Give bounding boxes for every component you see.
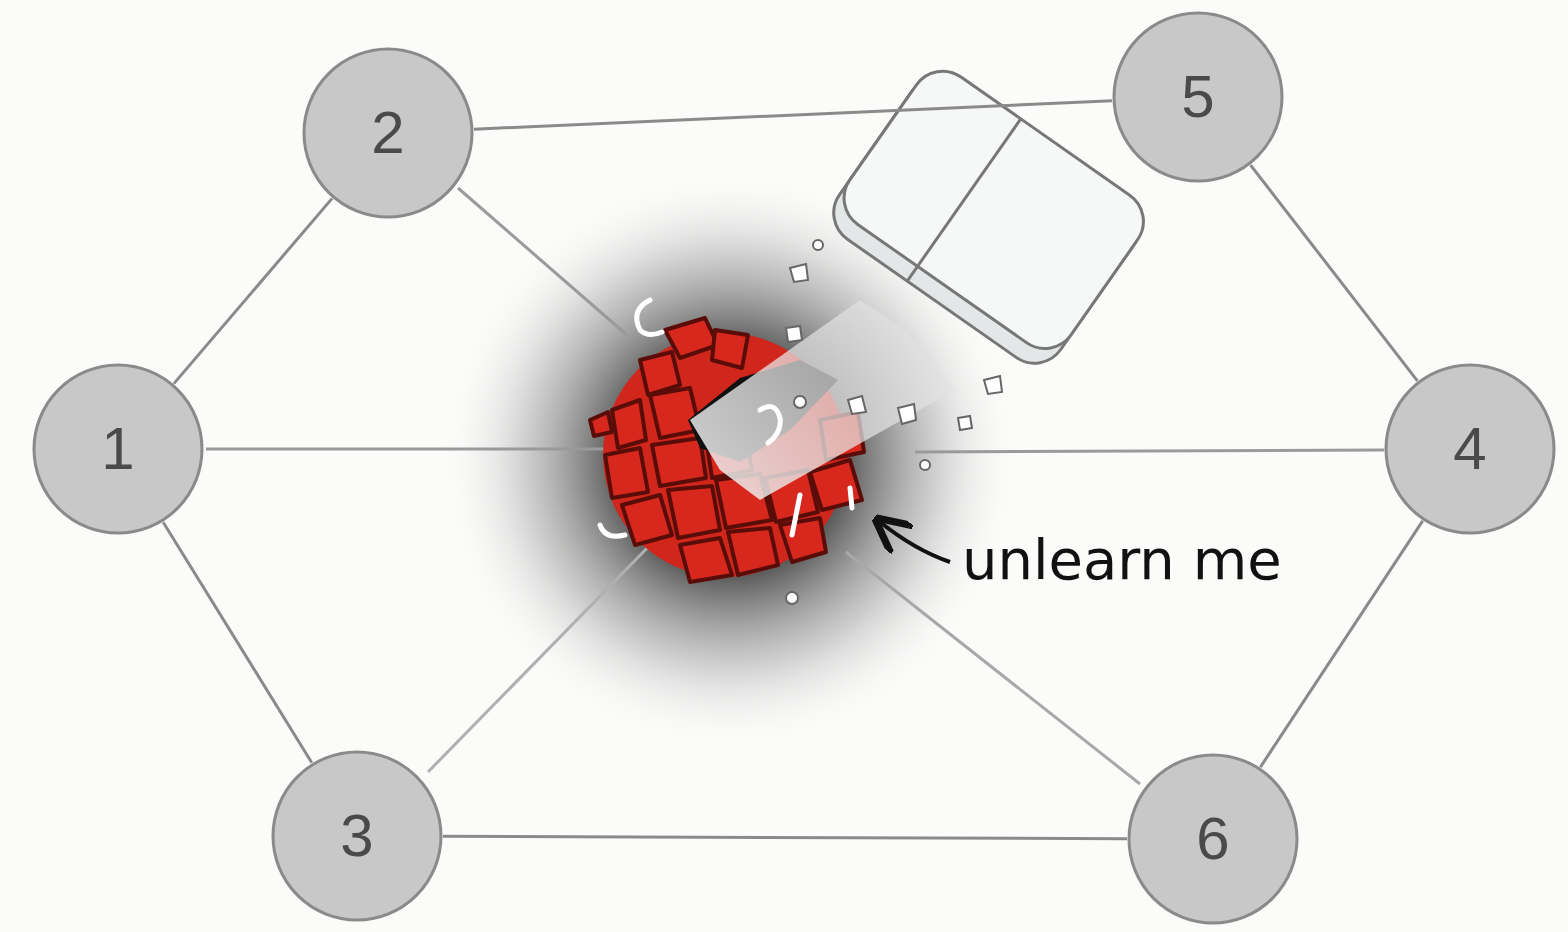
circle-fill bbox=[273, 752, 441, 920]
node-number: 2 bbox=[371, 103, 404, 163]
circle-fill bbox=[34, 365, 202, 533]
edge-line bbox=[174, 198, 332, 383]
circle-fill bbox=[1386, 365, 1554, 533]
edge-line bbox=[1251, 165, 1418, 381]
node-number: 1 bbox=[101, 419, 134, 479]
numbered-circle: 6 bbox=[1127, 753, 1299, 925]
node-number: 6 bbox=[1196, 809, 1229, 869]
circle-fill bbox=[1114, 13, 1282, 181]
callout-text: unlearn me bbox=[962, 532, 1282, 588]
numbered-circle: 3 bbox=[271, 750, 443, 922]
spoke-lines bbox=[206, 188, 1384, 784]
numbered-circle: 4 bbox=[1384, 363, 1556, 535]
numbered-circle: 2 bbox=[302, 47, 474, 219]
callout-arrow bbox=[880, 522, 950, 562]
node-number: 4 bbox=[1453, 419, 1486, 479]
node-number: 5 bbox=[1181, 67, 1214, 127]
circle-fill bbox=[1129, 755, 1297, 923]
node-number: 3 bbox=[340, 806, 373, 866]
numbered-circle: 5 bbox=[1112, 11, 1284, 183]
edge-line bbox=[443, 836, 1127, 838]
numbered-circle: 1 bbox=[32, 363, 204, 535]
edge-line bbox=[474, 101, 1112, 129]
edge-line bbox=[163, 522, 312, 763]
circle-fill bbox=[304, 49, 472, 217]
edge-line bbox=[1260, 521, 1422, 767]
